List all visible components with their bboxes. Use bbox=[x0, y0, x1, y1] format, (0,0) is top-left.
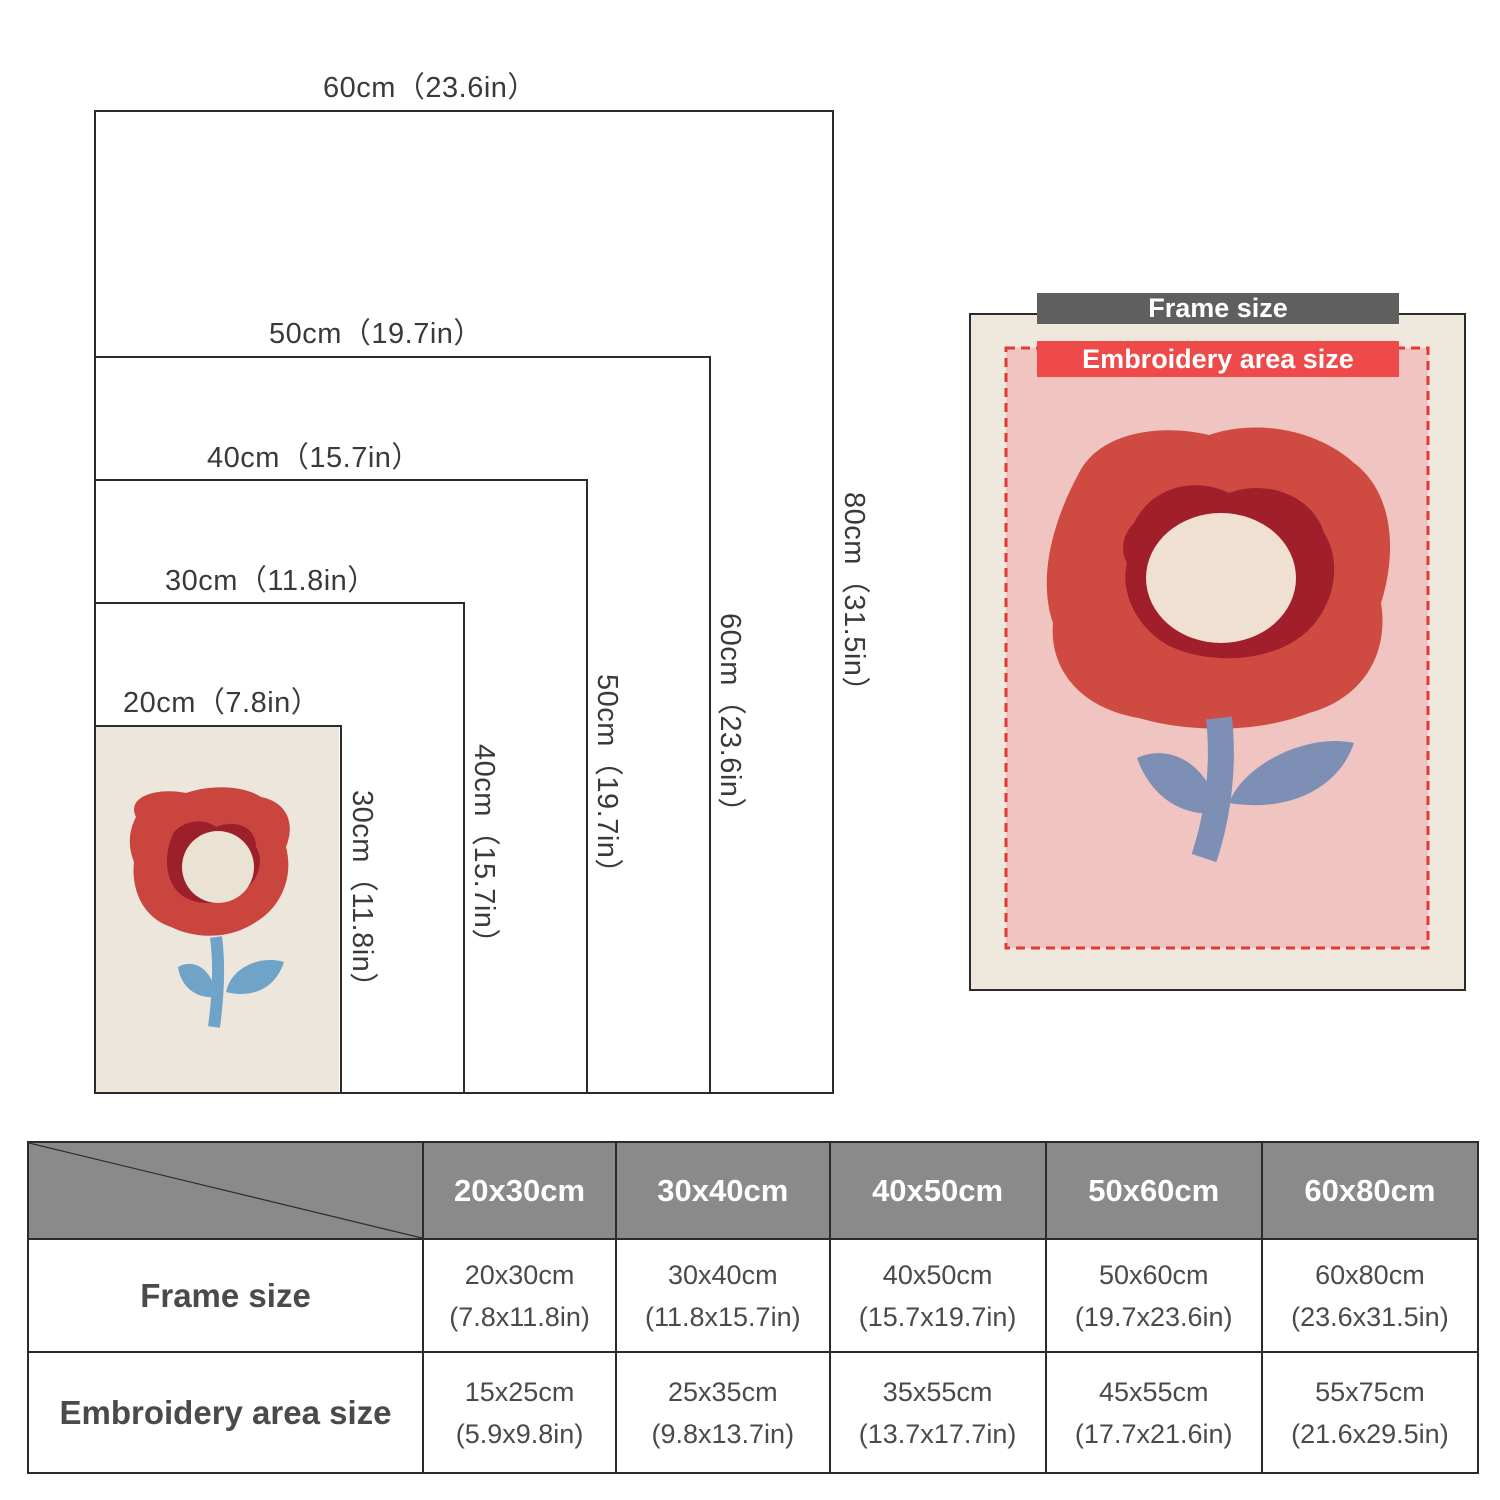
table-row: Frame size 20x30cm(7.8x11.8in) 30x40cm(1… bbox=[27, 1238, 1480, 1353]
big-flower-stem bbox=[1191, 716, 1234, 863]
large-embroidery-preview bbox=[969, 313, 1466, 991]
width-label-30cm: 30cm（11.8in） bbox=[165, 565, 377, 597]
size-outline-30x40 bbox=[94, 602, 465, 1094]
column-header-20x30: 20x30cm bbox=[421, 1141, 618, 1240]
column-header-30x40: 30x40cm bbox=[615, 1141, 831, 1240]
small-embroidery-preview bbox=[96, 727, 339, 1092]
flower-leaf-right bbox=[226, 960, 284, 994]
width-label-60cm: 60cm（23.6in） bbox=[323, 72, 537, 104]
row-label-embroidery-area-size: Embroidery area size bbox=[27, 1351, 424, 1474]
table-row: Embroidery area size 15x25cm(5.9x9.8in) … bbox=[27, 1351, 1480, 1474]
column-header-40x50: 40x50cm bbox=[828, 1141, 1047, 1240]
table-cell: 25x35cm(9.8x13.7in) bbox=[615, 1351, 831, 1474]
size-table: 20x30cm 30x40cm 40x50cm 50x60cm 60x80cm … bbox=[27, 1141, 1480, 1474]
flower-stem bbox=[208, 936, 225, 1028]
table-cell: 45x55cm(17.7x21.6in) bbox=[1044, 1351, 1263, 1474]
width-label-40cm: 40cm（15.7in） bbox=[207, 442, 421, 474]
height-label-60cm: 60cm（23.6in） bbox=[714, 613, 746, 827]
width-label-50cm: 50cm（19.7in） bbox=[269, 318, 483, 350]
flower-leaf-left bbox=[178, 963, 216, 998]
table-cell: 60x80cm(23.6x31.5in) bbox=[1260, 1238, 1480, 1353]
height-label-40cm: 40cm（15.7in） bbox=[468, 744, 500, 958]
column-header-50x60: 50x60cm bbox=[1044, 1141, 1263, 1240]
size-outline-40x50 bbox=[94, 479, 588, 1094]
flower-center bbox=[182, 831, 254, 903]
size-outline-20x30 bbox=[94, 725, 342, 1094]
table-cell: 55x75cm(21.6x29.5in) bbox=[1260, 1351, 1480, 1474]
table-cell: 15x25cm(5.9x9.8in) bbox=[421, 1351, 618, 1474]
height-label-80cm: 80cm（31.5in） bbox=[838, 492, 870, 706]
table-cell: 20x30cm(7.8x11.8in) bbox=[421, 1238, 618, 1353]
corner-diagonal-line bbox=[29, 1143, 422, 1238]
frame-size-tag: Frame size bbox=[1037, 293, 1399, 324]
column-header-60x80: 60x80cm bbox=[1260, 1141, 1480, 1240]
table-header-row: 20x30cm 30x40cm 40x50cm 50x60cm 60x80cm bbox=[27, 1141, 1480, 1240]
row-label-frame-size: Frame size bbox=[27, 1238, 424, 1353]
embroidery-area-size-tag: Embroidery area size bbox=[1037, 341, 1399, 377]
table-cell: 30x40cm(11.8x15.7in) bbox=[615, 1238, 831, 1353]
table-corner-cell bbox=[27, 1141, 424, 1240]
big-flower-leaf-right bbox=[1229, 741, 1354, 806]
big-flower-center bbox=[1146, 513, 1296, 643]
size-outline-60x80 bbox=[94, 110, 834, 1094]
big-flower-leaf-left bbox=[1137, 753, 1219, 814]
table-cell: 40x50cm(15.7x19.7in) bbox=[828, 1238, 1047, 1353]
height-label-30cm: 30cm（11.8in） bbox=[346, 790, 378, 1002]
table-cell: 50x60cm(19.7x23.6in) bbox=[1044, 1238, 1263, 1353]
width-label-20cm: 20cm（7.8in） bbox=[123, 687, 321, 719]
height-label-50cm: 50cm（19.7in） bbox=[591, 674, 623, 888]
table-cell: 35x55cm(13.7x17.7in) bbox=[828, 1351, 1047, 1474]
size-outline-50x60 bbox=[94, 356, 711, 1094]
